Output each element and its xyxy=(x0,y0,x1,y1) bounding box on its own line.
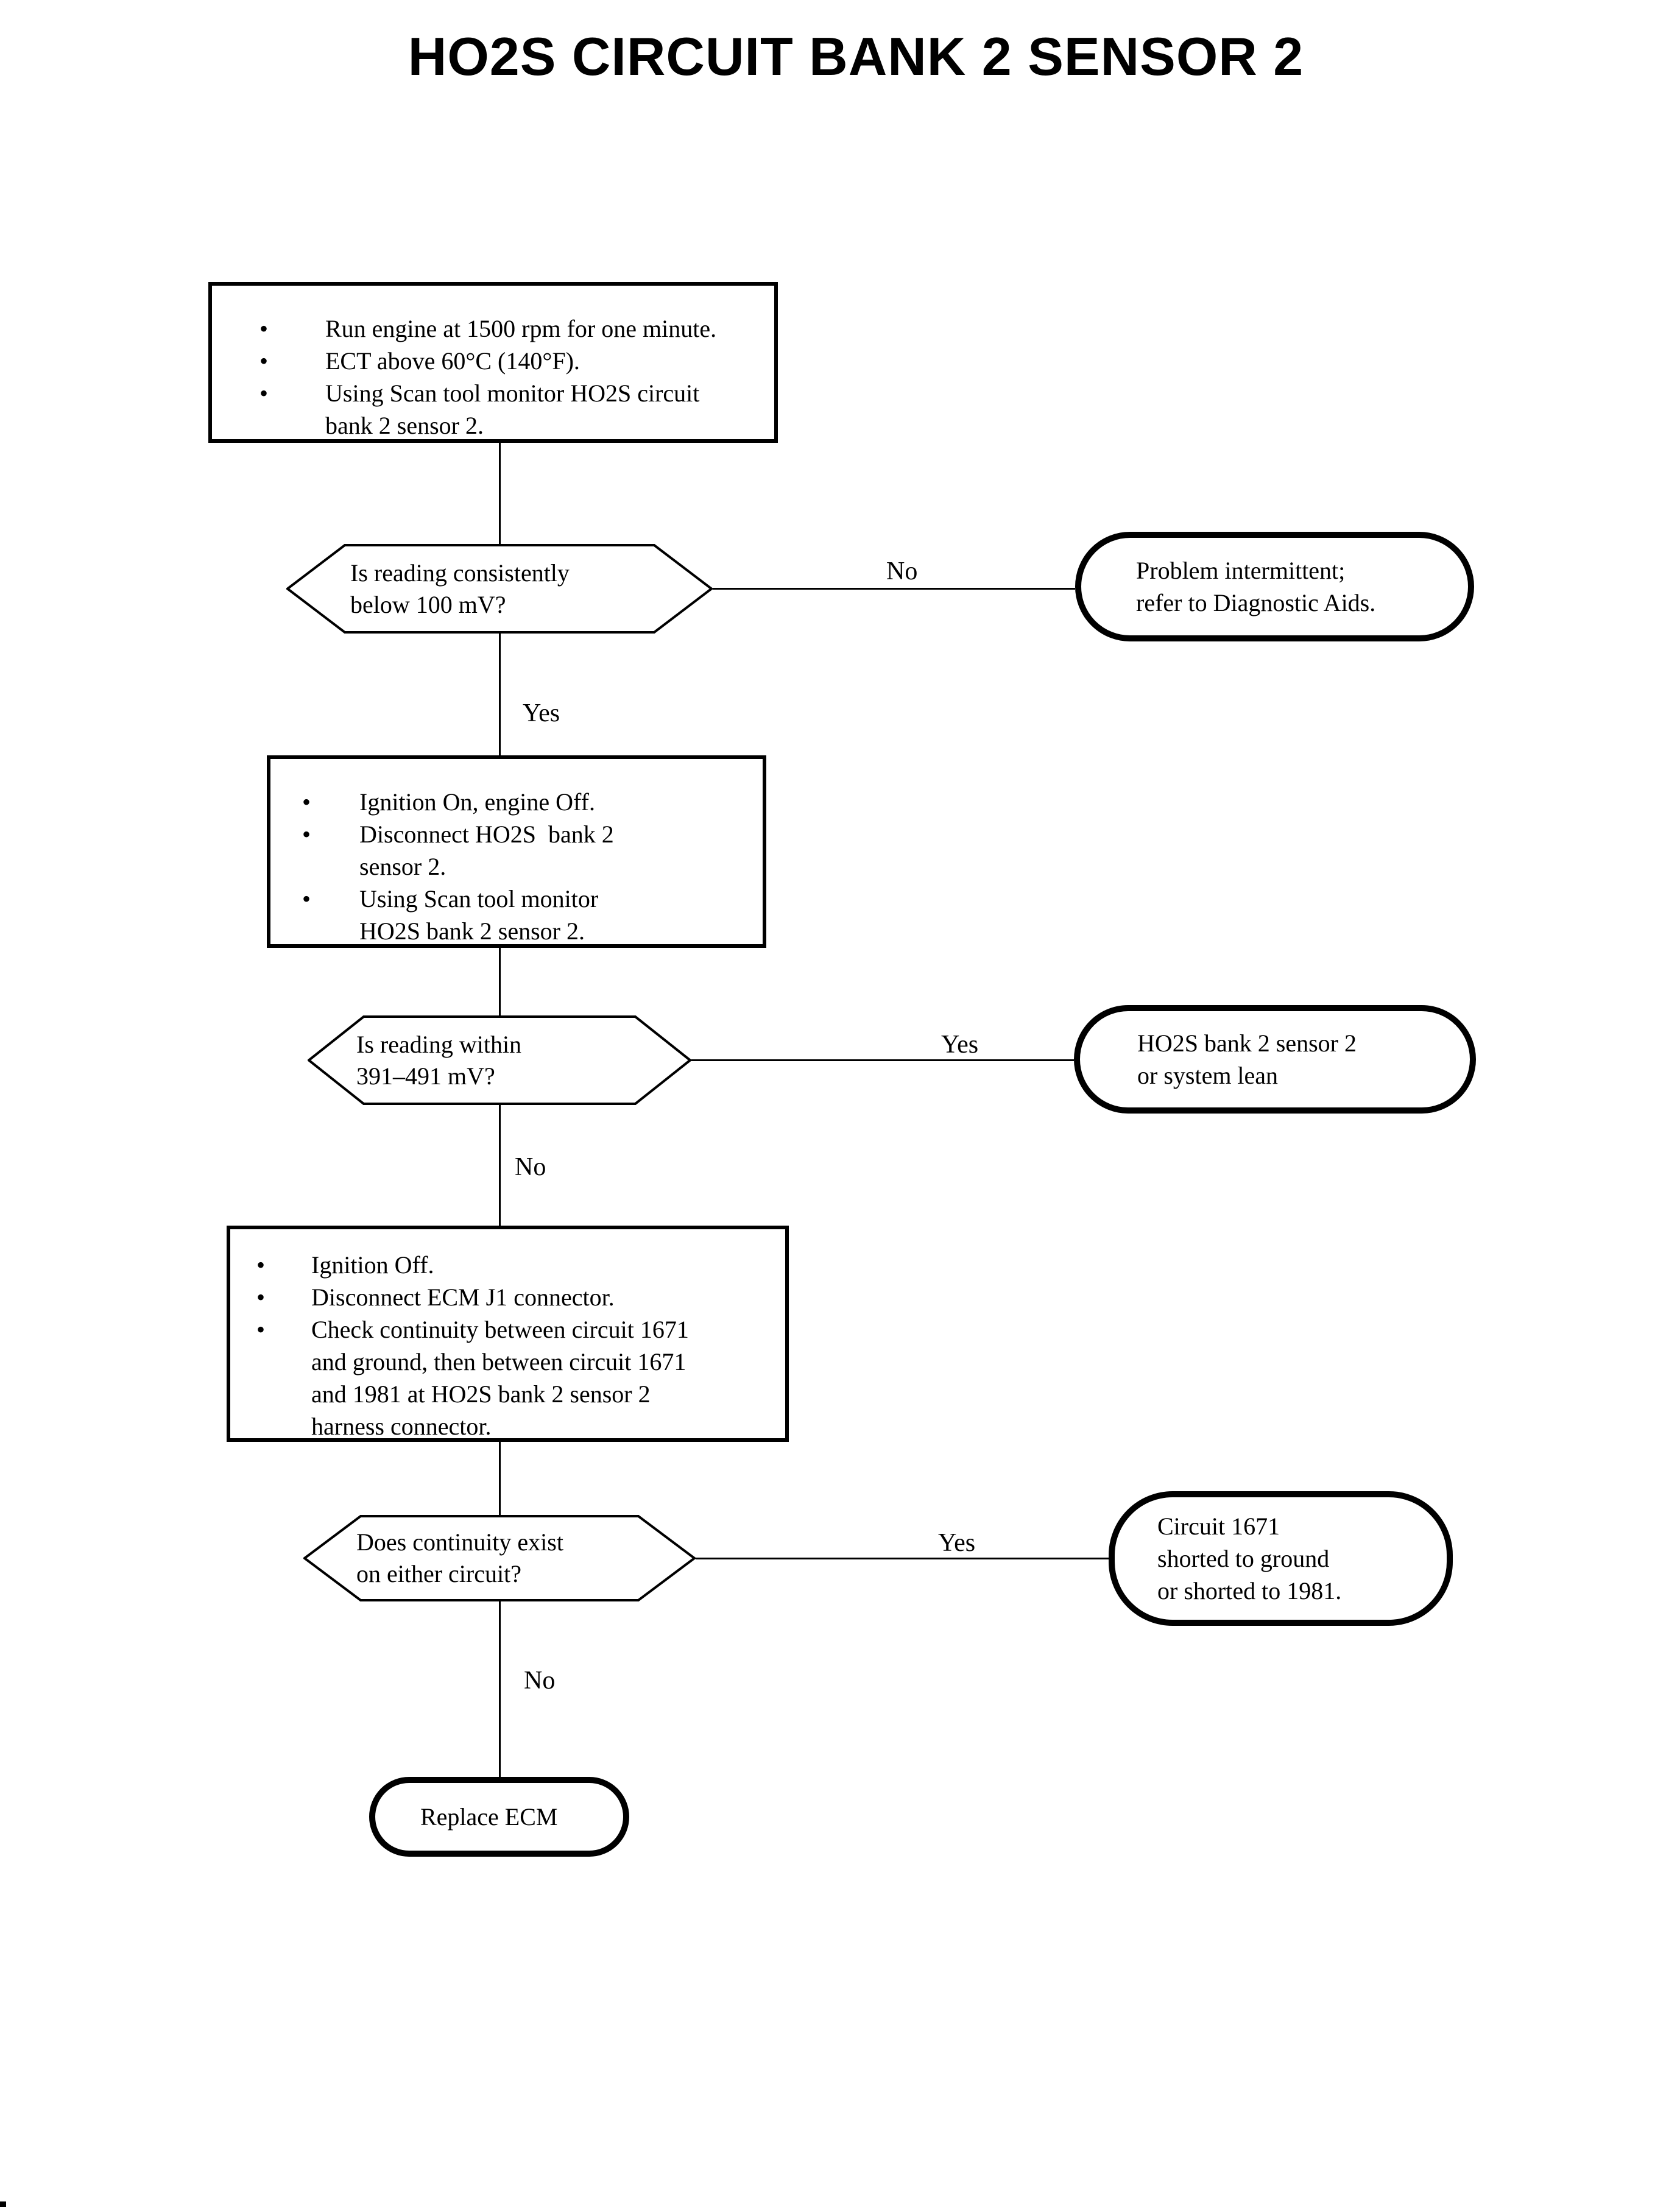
bullet-icon: • xyxy=(256,1316,266,1343)
connector-decision3-terminal4 xyxy=(499,1601,501,1777)
step-text: and 1981 at HO2S bank 2 sensor 2 xyxy=(311,1380,651,1408)
bullet-icon: • xyxy=(259,315,269,342)
step-text: sensor 2. xyxy=(359,853,446,880)
terminal-line: refer to Diagnostic Aids. xyxy=(1136,589,1376,616)
step-text: Ignition On, engine Off. xyxy=(359,788,595,816)
bullet-icon: • xyxy=(302,821,311,848)
terminal-replace-ecm: Replace ECM xyxy=(369,1777,629,1857)
step-line: • Disconnect HO2S bank 2 xyxy=(302,818,750,850)
terminal-line: Replace ECM xyxy=(420,1803,558,1830)
step-line: and 1981 at HO2S bank 2 sensor 2 xyxy=(311,1378,773,1410)
step-line: sensor 2. xyxy=(359,850,750,883)
decision-reading-within-range: Is reading within 391–491 mV? xyxy=(308,1015,691,1105)
bullet-icon: • xyxy=(302,788,311,816)
step-text: Disconnect HO2S bank 2 xyxy=(359,821,614,848)
terminal-line: shorted to ground xyxy=(1157,1545,1330,1572)
bullet-icon: • xyxy=(259,347,269,375)
step-line: harness connector. xyxy=(311,1410,773,1442)
connector-box3-decision3 xyxy=(499,1442,501,1515)
page-artifact-dot xyxy=(0,2201,6,2207)
bullet-icon: • xyxy=(302,885,311,913)
step-box-check-continuity: • Ignition Off. • Disconnect ECM J1 conn… xyxy=(227,1226,789,1442)
hexagon-shape xyxy=(303,1515,696,1601)
step-text: harness connector. xyxy=(311,1413,492,1440)
terminal-circuit-shorted: Circuit 1671 shorted to ground or shorte… xyxy=(1109,1491,1453,1626)
terminal-problem-intermittent: Problem intermittent; refer to Diagnosti… xyxy=(1075,532,1474,641)
label-no-branch1: No xyxy=(886,557,918,585)
terminal-line: Problem intermittent; xyxy=(1136,557,1346,584)
step-box-run-engine: • Run engine at 1500 rpm for one minute.… xyxy=(208,282,778,443)
terminal-sensor-or-system-lean: HO2S bank 2 sensor 2 or system lean xyxy=(1074,1005,1476,1114)
decision-continuity-exists: Does continuity exist on either circuit? xyxy=(303,1515,696,1601)
decision-line: Is reading within xyxy=(356,1030,522,1058)
step-line: • ECT above 60°C (140°F). xyxy=(259,345,762,377)
terminal-line: HO2S bank 2 sensor 2 xyxy=(1137,1029,1357,1057)
step-text: Using Scan tool monitor xyxy=(359,885,599,913)
label-yes-branch2: Yes xyxy=(941,1031,979,1059)
step-box-ignition-on: • Ignition On, engine Off. • Disconnect … xyxy=(267,755,766,948)
step-line: • Check continuity between circuit 1671 xyxy=(256,1313,773,1346)
decision-line: below 100 mV? xyxy=(350,590,506,618)
connector-decision1-box2 xyxy=(499,634,501,755)
step-line: • Using Scan tool monitor HO2S circuit xyxy=(259,377,762,409)
label-yes-branch3: Yes xyxy=(938,1529,976,1557)
connector-decision3-yes xyxy=(696,1558,1109,1559)
bullet-icon: • xyxy=(256,1283,266,1311)
step-text: Using Scan tool monitor HO2S circuit xyxy=(325,380,700,407)
step-text: Ignition Off. xyxy=(311,1251,434,1279)
step-line: HO2S bank 2 sensor 2. xyxy=(359,915,750,947)
label-no-branch2: No xyxy=(515,1153,546,1181)
page-title: HO2S CIRCUIT BANK 2 SENSOR 2 xyxy=(408,26,1304,86)
step-text: Check continuity between circuit 1671 xyxy=(311,1316,689,1343)
step-text: Disconnect ECM J1 connector. xyxy=(311,1283,615,1311)
step-line: bank 2 sensor 2. xyxy=(325,409,762,442)
step-text: ECT above 60°C (140°F). xyxy=(325,347,580,375)
bullet-icon: • xyxy=(256,1251,266,1279)
decision-reading-below-100mv: Is reading consistently below 100 mV? xyxy=(286,544,713,634)
terminal-line: or system lean xyxy=(1137,1062,1279,1089)
connector-decision2-yes xyxy=(691,1059,1074,1061)
step-line: • Using Scan tool monitor xyxy=(302,883,750,915)
label-yes-branch1: Yes xyxy=(523,699,560,727)
connector-box1-decision1 xyxy=(499,443,501,544)
step-line: • Ignition Off. xyxy=(256,1249,773,1281)
step-line: • Disconnect ECM J1 connector. xyxy=(256,1281,773,1313)
terminal-line: Circuit 1671 xyxy=(1157,1513,1280,1540)
decision-text: Is reading within 391–491 mV? xyxy=(356,1015,521,1105)
decision-text: Is reading consistently below 100 mV? xyxy=(350,544,570,634)
step-line: • Ignition On, engine Off. xyxy=(302,786,750,818)
hexagon-shape xyxy=(286,544,713,634)
step-line: and ground, then between circuit 1671 xyxy=(311,1346,773,1378)
bullet-icon: • xyxy=(259,380,269,407)
connector-decision1-no xyxy=(713,588,1075,590)
connector-decision2-box3 xyxy=(499,1105,501,1226)
hexagon-shape xyxy=(308,1015,691,1105)
decision-line: 391–491 mV? xyxy=(356,1062,495,1090)
label-no-branch3: No xyxy=(524,1667,556,1695)
step-text: and ground, then between circuit 1671 xyxy=(311,1348,686,1375)
decision-text: Does continuity exist on either circuit? xyxy=(356,1515,563,1601)
decision-line: on either circuit? xyxy=(356,1560,521,1587)
connector-box2-decision2 xyxy=(499,948,501,1015)
step-text: bank 2 sensor 2. xyxy=(325,412,484,439)
step-text: HO2S bank 2 sensor 2. xyxy=(359,917,585,945)
decision-line: Is reading consistently xyxy=(350,559,570,587)
terminal-line: or shorted to 1981. xyxy=(1157,1577,1342,1605)
step-text: Run engine at 1500 rpm for one minute. xyxy=(325,315,717,342)
step-line: • Run engine at 1500 rpm for one minute. xyxy=(259,312,762,345)
decision-line: Does continuity exist xyxy=(356,1528,563,1556)
